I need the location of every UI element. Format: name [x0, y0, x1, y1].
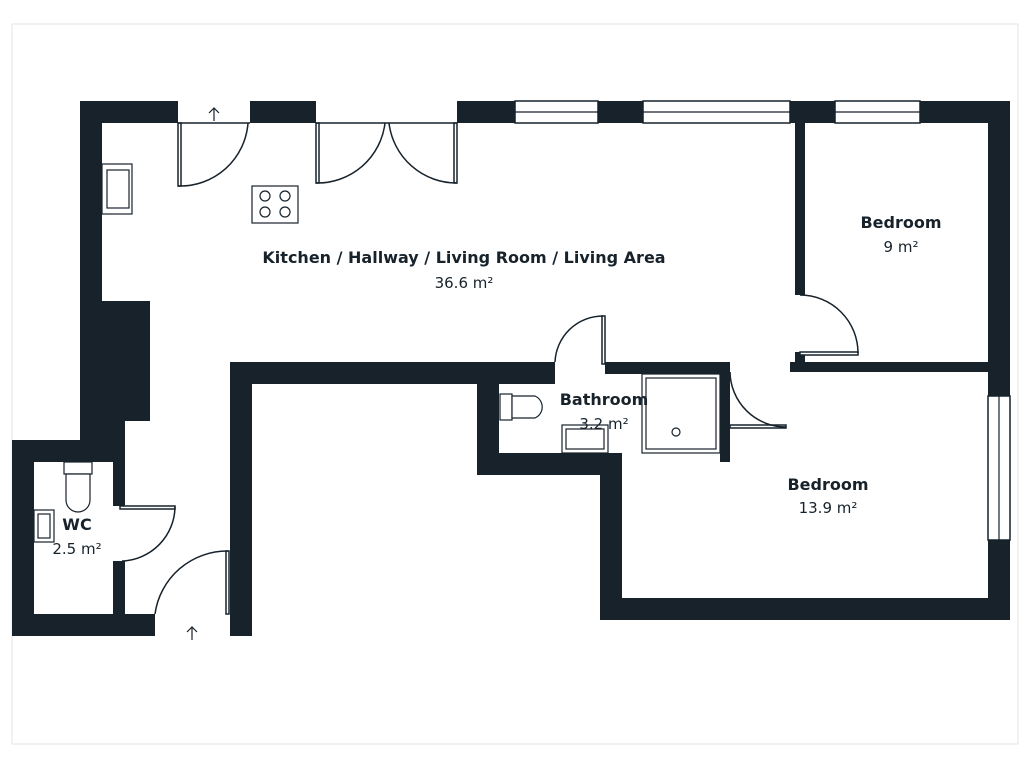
shower-tray-icon — [641, 373, 721, 454]
room-area: 2.5 m² — [52, 540, 101, 558]
toilet-icon — [63, 461, 93, 513]
room-name: Bedroom — [787, 475, 868, 494]
room-label-wc: WC 2.5 m² — [52, 515, 101, 558]
room-name: Bedroom — [860, 213, 941, 232]
toilet-icon — [499, 393, 543, 421]
room-area: 3.2 m² — [579, 415, 628, 433]
arrow-up-icon — [208, 107, 220, 121]
room-area: 36.6 m² — [435, 274, 494, 292]
doors — [119, 122, 859, 615]
room-area: 9 m² — [884, 238, 919, 256]
room-label-living: Kitchen / Hallway / Living Room / Living… — [262, 248, 665, 292]
sink-icon — [101, 163, 133, 215]
basin-icon — [561, 424, 609, 454]
room-label-bathroom: Bathroom 3.2 m² — [560, 390, 649, 433]
room-label-bedroom-large: Bedroom 13.9 m² — [787, 475, 868, 517]
room-name: Bathroom — [560, 390, 649, 409]
room-area: 13.9 m² — [799, 499, 858, 517]
room-name: WC — [62, 515, 91, 534]
arrow-up-icon — [186, 626, 198, 640]
room-name: Kitchen / Hallway / Living Room / Living… — [262, 248, 665, 267]
room-label-bedroom-small: Bedroom 9 m² — [860, 213, 941, 256]
walls — [12, 100, 1011, 636]
door-leaf — [177, 122, 182, 187]
plan-frame — [11, 23, 1019, 745]
basin-icon — [33, 509, 55, 543]
hob-icon — [251, 185, 299, 224]
